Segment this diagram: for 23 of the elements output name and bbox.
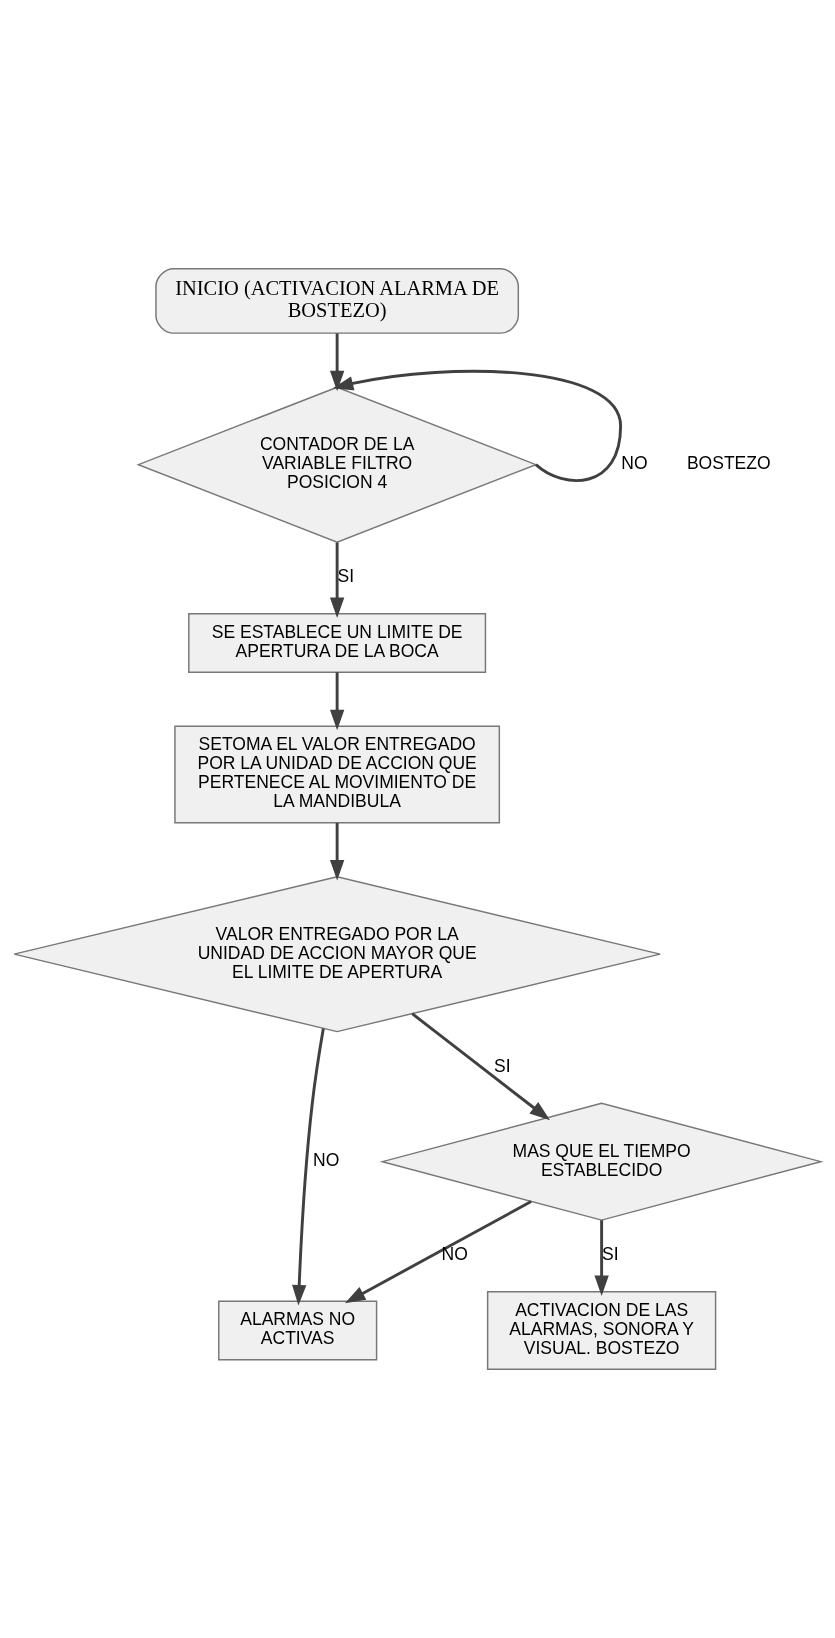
arrow <box>329 822 345 881</box>
node-box: INICIO (ACTIVACION ALARMA DE BOSTEZO) <box>155 268 520 334</box>
arrow <box>292 1028 325 1306</box>
edge-label: SI <box>602 1244 619 1265</box>
arrow <box>329 672 345 731</box>
edge-label: SI <box>337 566 355 587</box>
arrow <box>411 1012 551 1121</box>
edge-label: NO <box>441 1244 468 1265</box>
label: BOSTEZO <box>686 453 771 474</box>
arrow <box>344 1200 532 1304</box>
node-diamond: CONTADOR DE LA VARIABLE FILTRO POSICION 4 <box>136 386 538 543</box>
node-box: SETOMA EL VALOR ENTREGADO POR LA UNIDAD DE ACCION QUE PERTENECE AL MOVIMIENTO DE LA MANDIBULA <box>174 725 501 824</box>
edge-label: SI <box>493 1055 511 1076</box>
node-box: SE ESTABLECE UN LIMITE DE APERTURA DE LA BOCA <box>188 612 487 673</box>
node-diamond: VALOR ENTREGADO POR LA UNIDAD DE ACCION MAYOR QUE EL LIMITE DE APERTURA <box>13 875 661 1033</box>
edge-label: NO <box>313 1150 340 1171</box>
edge-label: NO <box>621 453 648 474</box>
node-box: ACTIVACION DE LAS ALARMAS, SONORA Y VISUAL. BOSTEZO <box>486 1291 717 1370</box>
arrow <box>594 1220 609 1296</box>
arrow <box>329 333 345 392</box>
node-box: ALARMAS NO ACTIVAS <box>218 1300 378 1361</box>
arrow <box>329 542 345 618</box>
arrow <box>332 369 623 482</box>
